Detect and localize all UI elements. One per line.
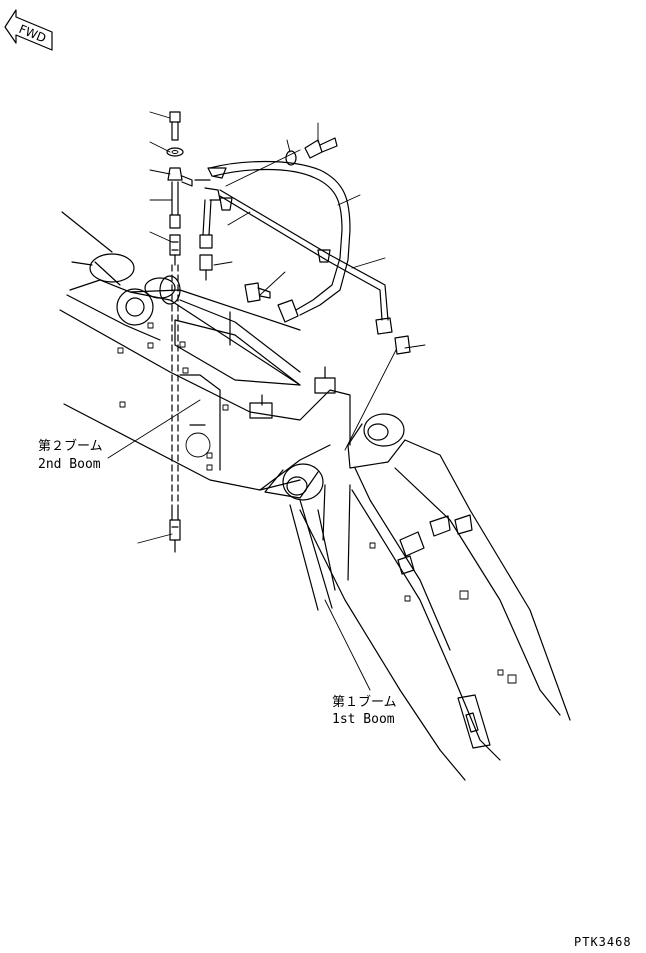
boom2-label-en: 2nd Boom xyxy=(38,457,101,472)
leader-lines xyxy=(107,111,426,691)
grease-piping xyxy=(166,111,411,553)
boom2-label-jp: 第２ブーム xyxy=(38,438,103,454)
second-boom xyxy=(59,211,351,491)
boom1-label-en: 1st Boom xyxy=(332,712,395,727)
boom1-label-jp: 第１ブーム xyxy=(332,694,397,710)
fwd-arrow-marker: FWD xyxy=(4,9,53,51)
drawing-code: PTK3468 xyxy=(574,935,632,949)
boom-joint xyxy=(264,413,406,501)
first-boom xyxy=(289,439,571,781)
